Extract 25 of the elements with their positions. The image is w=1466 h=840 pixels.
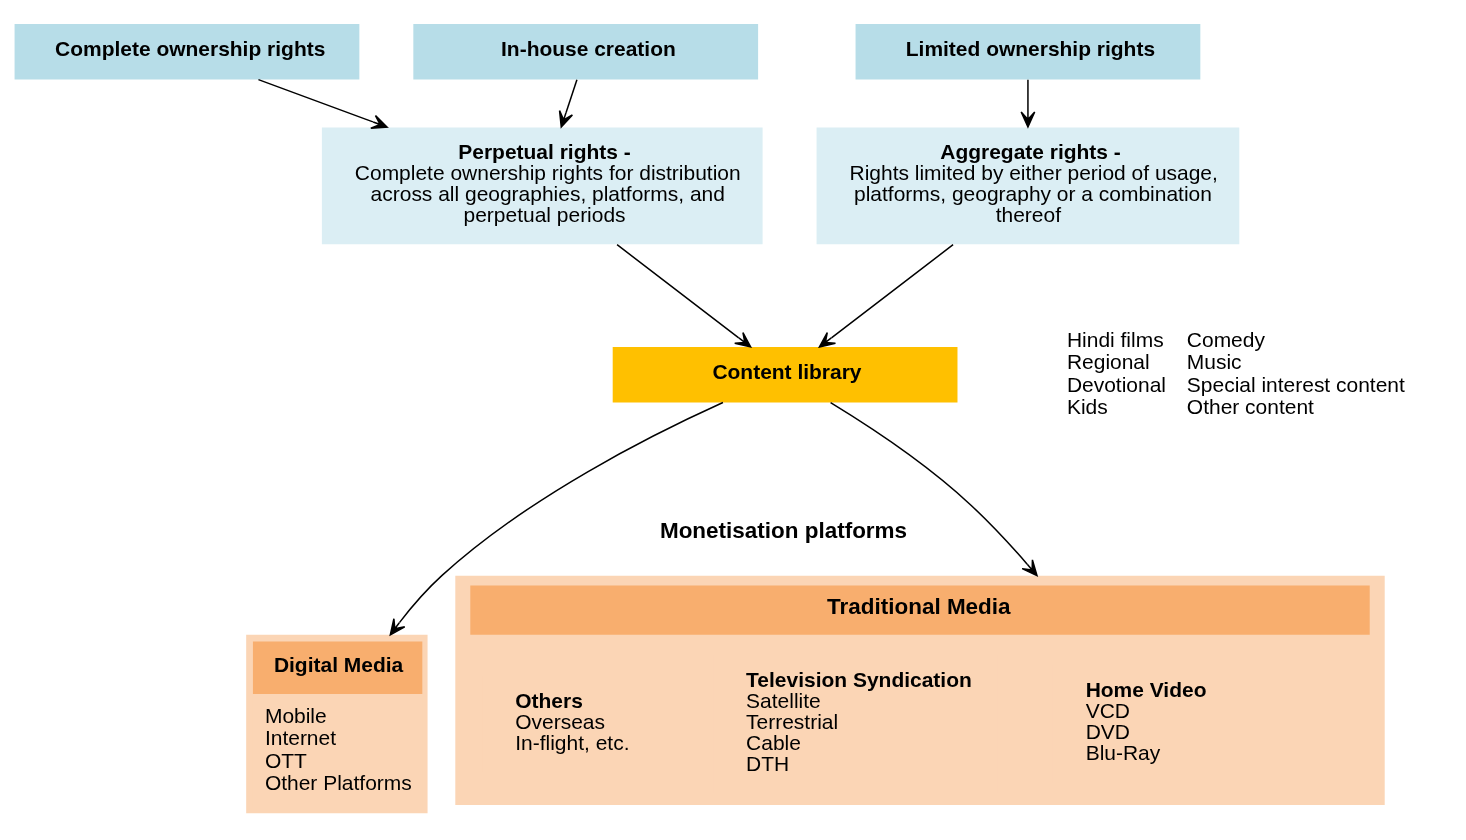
node-label: Kids <box>1066 394 1108 418</box>
node-box: Complete ownership rights <box>14 23 360 79</box>
label: Monetisation platforms <box>659 517 908 543</box>
node-text: Television Syndication Satellite Terrestrial Cable DTH <box>746 667 972 775</box>
node-label: Comedy <box>1186 327 1265 351</box>
node-text: Others Overseas In-flight, etc. <box>515 688 630 754</box>
node-label: Devotional <box>1066 372 1167 396</box>
node-label: Regional <box>1066 349 1150 373</box>
arrow <box>829 401 1038 576</box>
arrow <box>389 401 724 636</box>
arrow <box>616 243 752 348</box>
arrow <box>1020 78 1036 128</box>
node-box: Content library <box>612 346 958 402</box>
node-box: Limited ownership rights <box>855 23 1201 79</box>
node-box: In-house creation <box>413 23 759 79</box>
node-label: Special interest content <box>1186 372 1405 396</box>
node-box: Digital Media Mobile Internet OTT Other Platforms <box>246 634 428 813</box>
node-label: Hindi films <box>1066 327 1164 351</box>
node-label: Music <box>1186 349 1242 373</box>
node-box: Aggregate rights - Rights limited by either period of usage, platforms, geography or a combination thereof <box>816 126 1240 244</box>
arrow <box>558 78 578 128</box>
node-text: Home Video VCD DVD Blu-Ray <box>1085 677 1207 764</box>
arrow <box>818 243 954 348</box>
arrow <box>257 78 388 129</box>
node-box: Perpetual rights - Complete ownership rights for distribution across all geographies, platforms, and perpetual periods <box>321 126 763 244</box>
